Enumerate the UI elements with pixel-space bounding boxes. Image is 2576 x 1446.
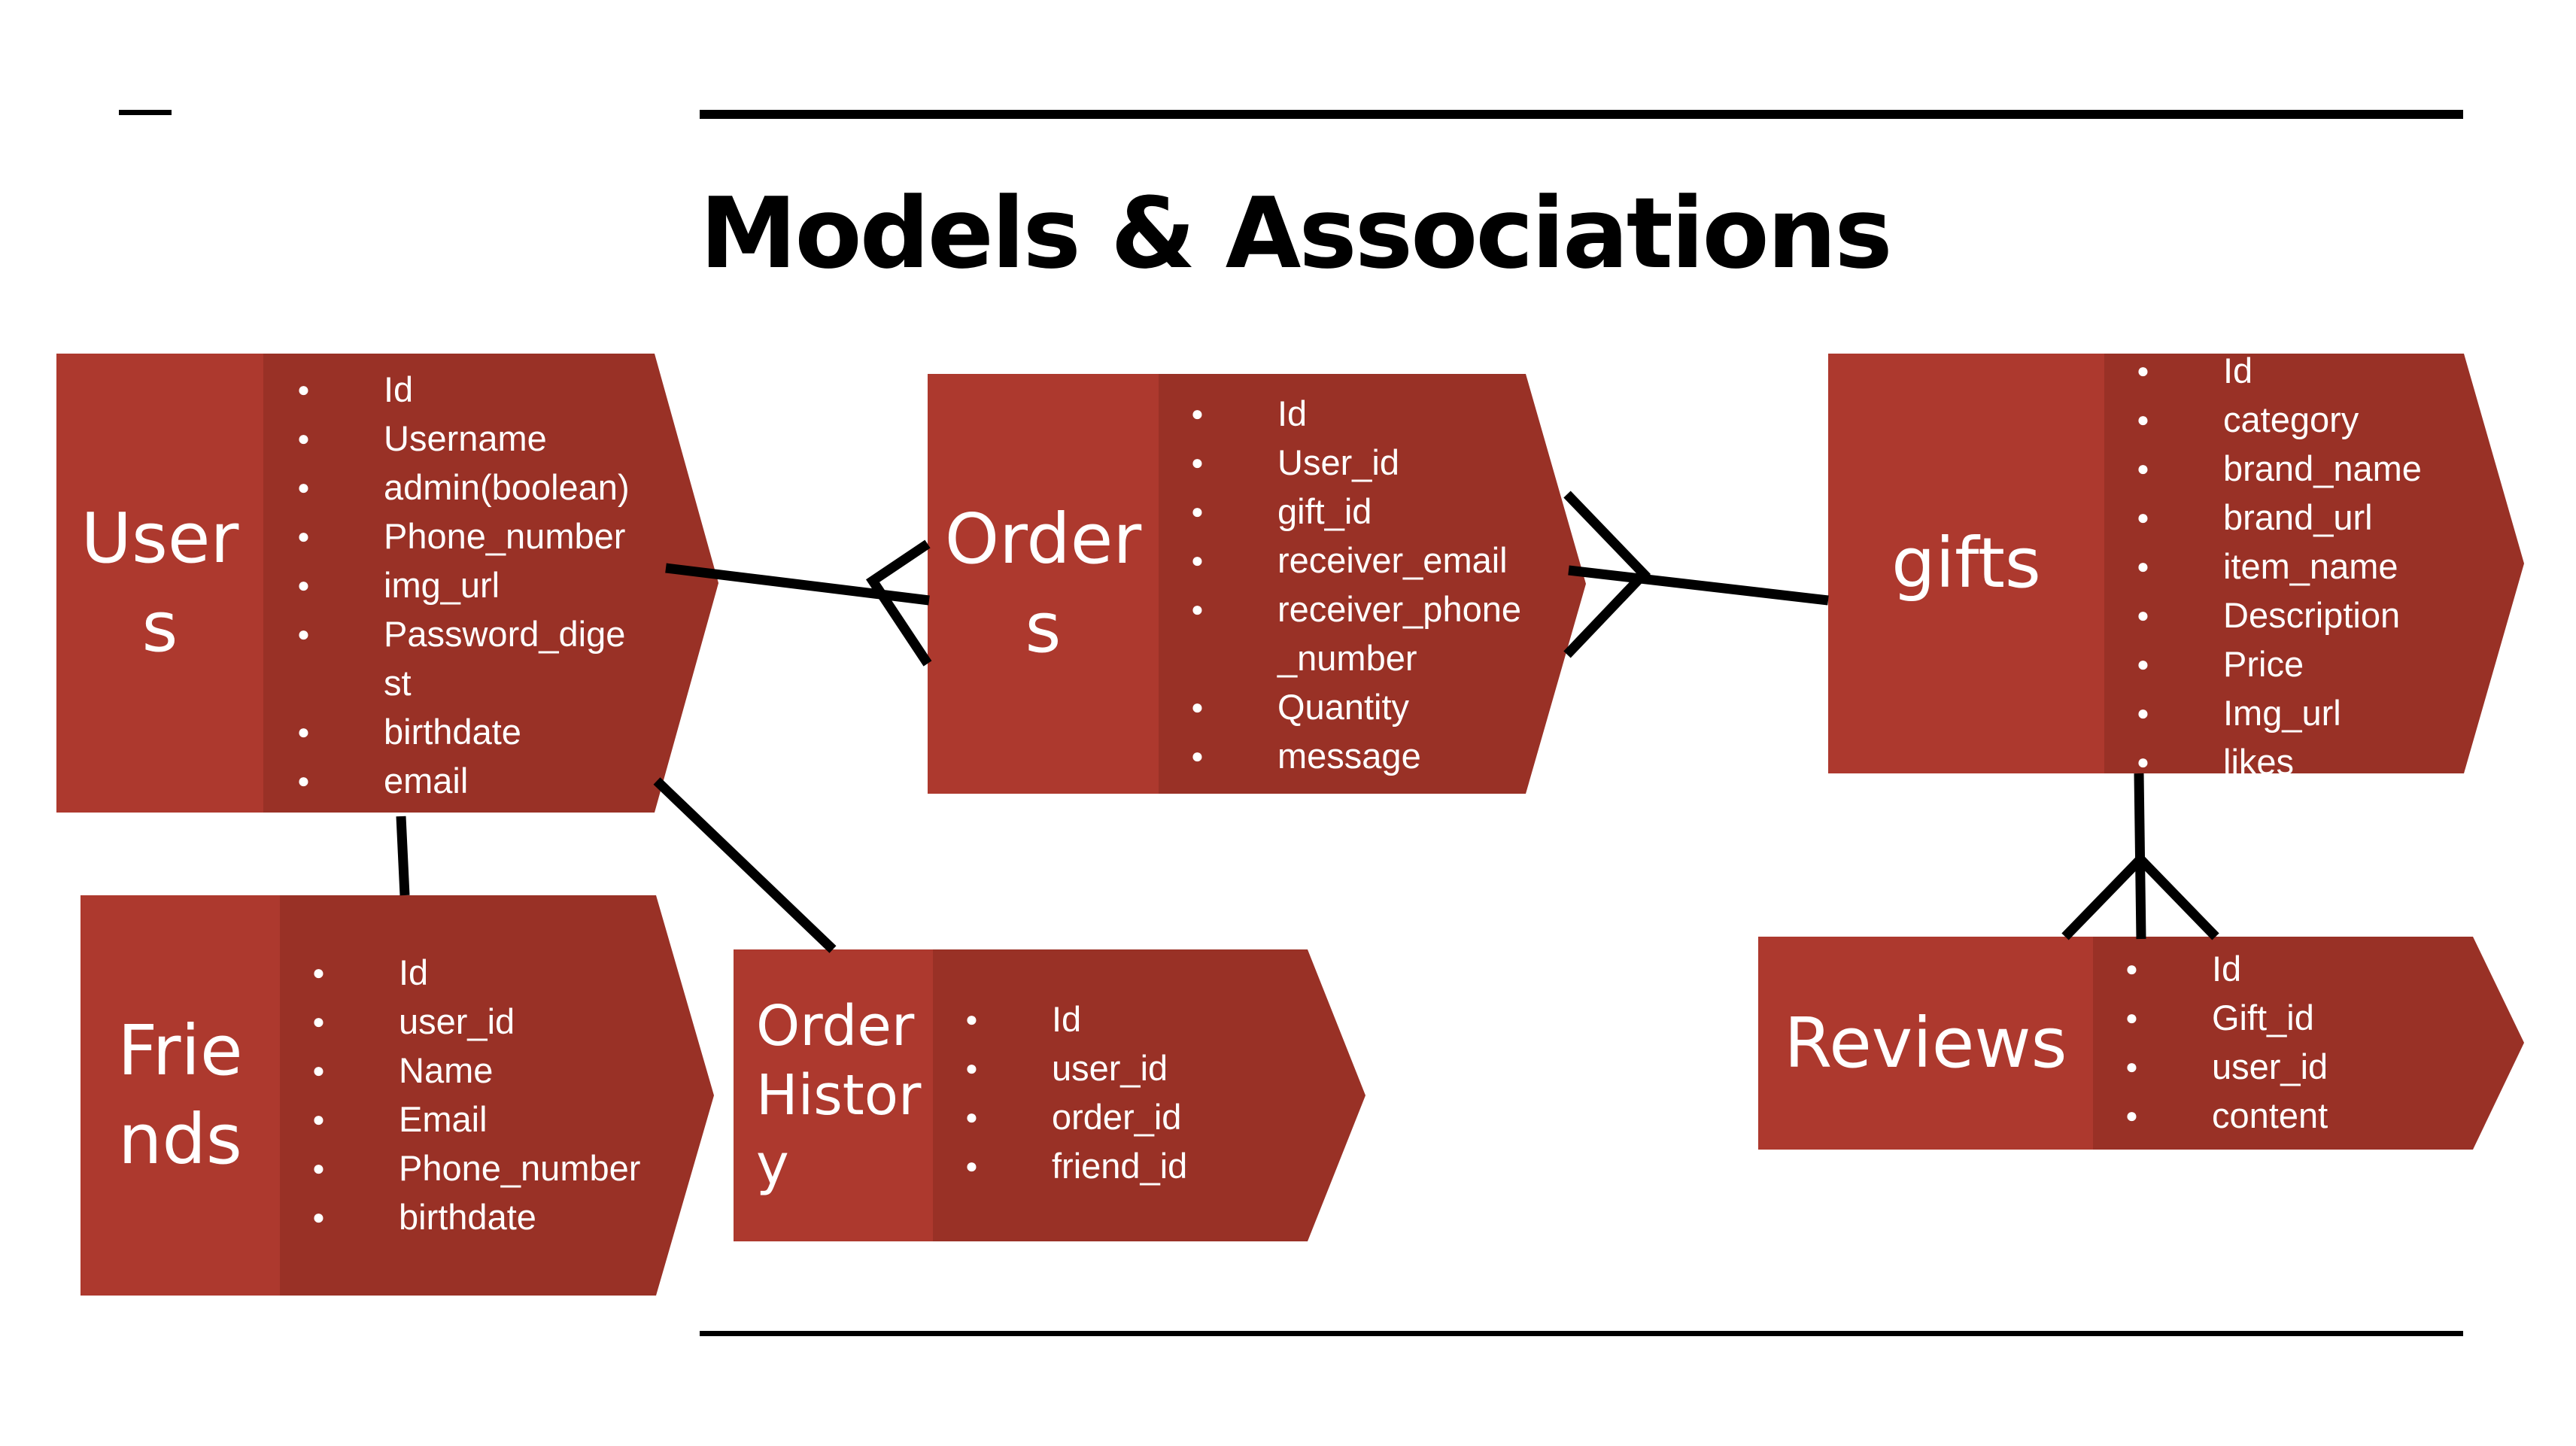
friends-field-list: Id user_id Name Email Phone_number birth… <box>282 948 711 1241</box>
order-history-model: Order Histor y Id user_id order_id frien… <box>734 949 1365 1241</box>
field-item: category <box>2107 395 2524 444</box>
field-item: Password_dige st <box>267 609 718 707</box>
field-item: friend_id <box>935 1141 1356 1190</box>
reviews-field-list: Id Gift_id user_id content <box>2095 944 2520 1140</box>
field-item: receiver_phone _number <box>1161 585 1582 682</box>
field-item: email <box>267 756 718 805</box>
friends-model: Frie nds Id user_id Name Email Phone_num… <box>80 895 714 1296</box>
field-item: Name <box>282 1046 711 1095</box>
orders-gifts-crowfoot <box>1563 491 1651 658</box>
friends-model-name: Frie nds <box>117 1010 243 1180</box>
field-item: birthdate <box>267 707 718 756</box>
bottom-rule <box>700 1331 2463 1336</box>
orders-gifts-line <box>1568 565 1829 606</box>
gifts-model-name: gifts <box>1891 523 2041 603</box>
field-item: Description <box>2107 591 2524 639</box>
orders-field-list: Id User_id gift_id receiver_email receiv… <box>1161 389 1582 780</box>
accent-dash <box>119 110 172 115</box>
users-field-list: Id Username admin(boolean) Phone_number … <box>267 365 718 805</box>
field-item: Price <box>2107 639 2524 688</box>
field-item: receiver_email <box>1161 536 1582 585</box>
field-item: User_id <box>1161 438 1582 487</box>
users-model: User s Id Username admin(boolean) Phone_… <box>56 354 718 813</box>
field-item: item_name <box>2107 542 2524 591</box>
order-history-field-list: Id user_id order_id friend_id <box>935 995 1356 1190</box>
top-rule <box>700 110 2463 119</box>
field-item: Id <box>2107 346 2524 395</box>
field-item: brand_name <box>2107 444 2524 493</box>
gifts-model: gifts Id category brand_name brand_url i… <box>1828 346 2524 786</box>
reviews-model: Reviews Id Gift_id user_id content <box>1758 937 2524 1150</box>
field-item: brand_url <box>2107 493 2524 542</box>
reviews-model-name: Reviews <box>1784 1002 2067 1083</box>
field-item: Username <box>267 414 718 463</box>
field-item: Id <box>2095 944 2520 993</box>
field-item: img_url <box>267 560 718 609</box>
field-item: message <box>1161 731 1582 780</box>
field-item: order_id <box>935 1092 1356 1141</box>
field-item: Id <box>267 365 718 414</box>
field-item: content <box>2095 1091 2520 1140</box>
field-item: Gift_id <box>2095 993 2520 1042</box>
orders-model-name: Order s <box>944 499 1142 668</box>
field-item: Phone_number <box>282 1144 711 1192</box>
field-item: Id <box>935 995 1356 1043</box>
field-item: Quantity <box>1161 682 1582 731</box>
field-item: user_id <box>282 997 711 1046</box>
field-item: user_id <box>2095 1042 2520 1091</box>
gifts-field-list: Id category brand_name brand_url item_na… <box>2107 346 2524 786</box>
orders-model: Order s Id User_id gift_id receiver_emai… <box>928 374 1586 794</box>
users-order-history-line <box>653 777 837 953</box>
field-item: Email <box>282 1095 711 1144</box>
order-history-model-name: Order Histor y <box>756 994 922 1197</box>
field-item: Id <box>1161 389 1582 438</box>
field-item: Id <box>282 948 711 997</box>
gifts-reviews-crowfoot <box>2061 852 2219 940</box>
field-item: Phone_number <box>267 512 718 560</box>
slide-title: Models & Associations <box>700 176 1893 290</box>
field-item: Img_url <box>2107 688 2524 737</box>
field-item: admin(boolean) <box>267 463 718 512</box>
field-item: user_id <box>935 1043 1356 1092</box>
users-orders-crowfoot <box>866 539 932 667</box>
users-friends-line <box>396 816 410 896</box>
users-model-name: User s <box>80 498 239 667</box>
field-item: gift_id <box>1161 487 1582 536</box>
field-item: birthdate <box>282 1192 711 1241</box>
